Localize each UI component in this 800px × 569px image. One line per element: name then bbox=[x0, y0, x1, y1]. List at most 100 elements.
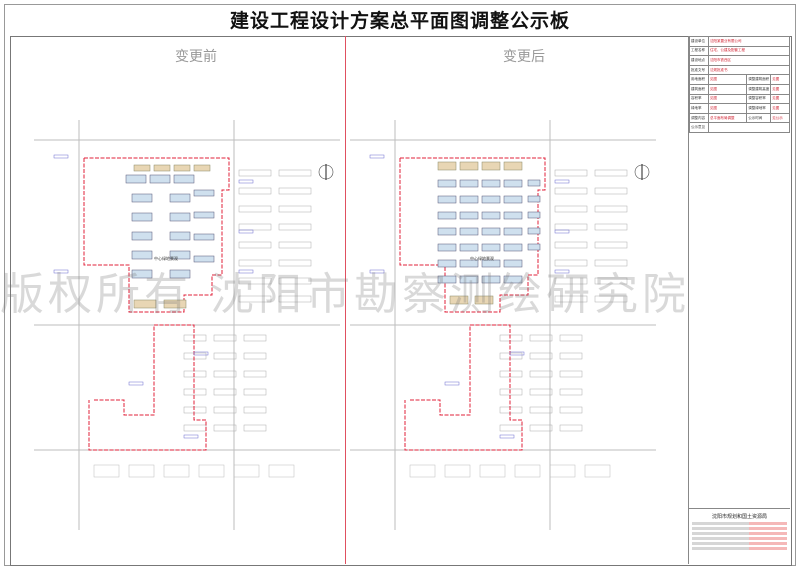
residential-building bbox=[131, 231, 153, 241]
info-value: 见图 bbox=[707, 93, 748, 105]
residential-building bbox=[169, 212, 191, 222]
residential-building bbox=[193, 211, 215, 219]
info-label: 容积率 bbox=[689, 93, 709, 105]
context-building bbox=[163, 464, 190, 478]
residential-building bbox=[481, 243, 501, 252]
info-label: 建筑面积 bbox=[689, 83, 709, 95]
info-value: 见图 bbox=[707, 83, 748, 95]
residential-building bbox=[437, 275, 457, 284]
context-building bbox=[529, 334, 553, 342]
residential-building bbox=[503, 211, 523, 220]
context-building bbox=[594, 169, 628, 177]
annotation-tag bbox=[53, 269, 69, 274]
residential-building bbox=[481, 227, 501, 236]
context-building bbox=[128, 464, 155, 478]
context-building bbox=[243, 406, 267, 414]
context-building bbox=[278, 295, 312, 303]
context-building bbox=[183, 388, 207, 396]
context-building bbox=[554, 277, 588, 285]
residential-building bbox=[437, 259, 457, 268]
context-building bbox=[584, 464, 611, 478]
context-building bbox=[594, 295, 628, 303]
info-label: 建设单位 bbox=[689, 36, 709, 47]
context-building bbox=[183, 352, 207, 360]
residential-building bbox=[193, 233, 215, 241]
residential-building bbox=[169, 231, 191, 241]
residential-building bbox=[503, 243, 523, 252]
context-building bbox=[183, 370, 207, 378]
context-building bbox=[183, 424, 207, 432]
context-building bbox=[278, 223, 312, 231]
annotation-tag bbox=[369, 269, 385, 274]
context-building bbox=[559, 334, 583, 342]
plan-center-label: 中心绿地景观 bbox=[154, 255, 178, 261]
context-building bbox=[479, 464, 506, 478]
context-building bbox=[213, 352, 237, 360]
info-value: 见图 bbox=[770, 74, 790, 85]
context-building bbox=[213, 388, 237, 396]
before-label: 变更前 bbox=[175, 49, 217, 65]
info-label: 绿地率 bbox=[689, 103, 709, 114]
residential-building bbox=[437, 227, 457, 236]
context-building bbox=[529, 352, 553, 360]
context-building bbox=[529, 388, 553, 396]
info-row: 容积率见图调整容积率见图 bbox=[689, 93, 790, 105]
info-label: 建设地点 bbox=[689, 55, 709, 66]
context-building bbox=[238, 169, 272, 177]
residential-building bbox=[481, 195, 501, 204]
residential-building bbox=[459, 211, 479, 220]
commercial-building bbox=[503, 161, 523, 171]
context-building bbox=[183, 334, 207, 342]
info-label: 公示意见 bbox=[689, 122, 709, 133]
context-building bbox=[213, 334, 237, 342]
annotation-tag bbox=[444, 381, 460, 386]
commercial-building bbox=[437, 161, 457, 171]
residential-building bbox=[503, 275, 523, 284]
residential-building bbox=[459, 243, 479, 252]
context-building bbox=[554, 241, 588, 249]
info-value: 沈阳市铁西区 bbox=[708, 55, 790, 66]
commercial-building bbox=[153, 164, 171, 172]
context-building bbox=[529, 424, 553, 432]
context-building bbox=[554, 259, 588, 267]
residential-building bbox=[503, 259, 523, 268]
info-value: 见公示 bbox=[770, 112, 790, 124]
context-building bbox=[554, 295, 588, 303]
context-building bbox=[554, 205, 588, 213]
context-building bbox=[594, 277, 628, 285]
context-building bbox=[198, 464, 225, 478]
table-divider bbox=[688, 36, 689, 564]
annotation-tag bbox=[499, 434, 515, 439]
context-building bbox=[554, 187, 588, 195]
info-row: 建设地点沈阳市铁西区 bbox=[689, 55, 790, 66]
info-value: 住宅、公建及配套工程 bbox=[708, 45, 790, 57]
after-label: 变更后 bbox=[503, 49, 545, 65]
context-building bbox=[243, 370, 267, 378]
info-row: 建筑面积见图调整建筑高度见图 bbox=[689, 83, 790, 95]
context-building bbox=[559, 406, 583, 414]
annotation-tag bbox=[128, 381, 144, 386]
info-row: 调整内容总平面布局调整公示时间见公示 bbox=[689, 112, 790, 124]
commercial-building bbox=[459, 161, 479, 171]
context-building bbox=[594, 223, 628, 231]
info-label: 批准文号 bbox=[689, 64, 709, 76]
annotation-tag bbox=[554, 269, 570, 274]
context-building bbox=[594, 259, 628, 267]
context-building bbox=[278, 241, 312, 249]
residential-building bbox=[527, 211, 541, 219]
info-label: 工程名称 bbox=[689, 45, 709, 57]
context-building bbox=[514, 464, 541, 478]
context-building bbox=[213, 406, 237, 414]
residential-building bbox=[193, 255, 215, 263]
info-value: 沈阳某置业有限公司 bbox=[708, 36, 790, 47]
context-building bbox=[594, 187, 628, 195]
context-building bbox=[238, 295, 272, 303]
context-building bbox=[554, 169, 588, 177]
info-value: 见图 bbox=[770, 103, 790, 114]
context-building bbox=[243, 334, 267, 342]
site-plan-after: 中心绿地景观 bbox=[350, 120, 656, 530]
info-row: 批准文号沈规批准书 bbox=[689, 64, 790, 76]
context-building bbox=[444, 464, 471, 478]
context-building bbox=[278, 259, 312, 267]
context-building bbox=[238, 259, 272, 267]
